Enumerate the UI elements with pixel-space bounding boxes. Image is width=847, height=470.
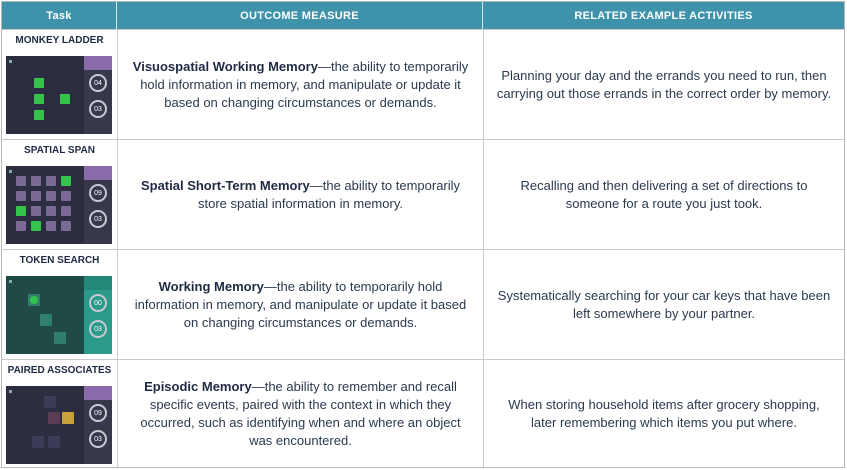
- score-ring: 00: [89, 294, 107, 312]
- outcome-term: Spatial Short-Term Memory: [140, 178, 310, 193]
- token-search-thumbnail: 00 03: [6, 276, 112, 354]
- task-name: TOKEN SEARCH: [19, 255, 100, 266]
- column-divider: [117, 29, 118, 467]
- outcome-term: Working Memory: [158, 279, 264, 294]
- score-ring: 09: [89, 404, 107, 422]
- outcome-description: —the ability to remember and recall spec…: [140, 379, 461, 448]
- outcome-description: —the ability to temporarily hold informa…: [140, 59, 469, 110]
- task-name: PAIRED ASSOCIATES: [7, 365, 112, 376]
- level-ring: 03: [89, 430, 107, 448]
- table-row: SPATIAL SPAN 09 03 Spatial Short-Term Me…: [2, 139, 844, 249]
- activity-cell: Planning your day and the errands you ne…: [496, 68, 832, 101]
- header-outcome-measure: OUTCOME MEASURE: [117, 2, 483, 29]
- outcome-measure-cell: Episodic Memory—the ability to remember …: [118, 360, 483, 468]
- level-ring: 03: [89, 100, 107, 118]
- task-name: SPATIAL SPAN: [24, 145, 95, 156]
- outcome-description: —the ability to temporarily store spatia…: [198, 178, 461, 211]
- paired-associates-thumbnail: 09 03: [6, 386, 112, 464]
- activity-cell: Systematically searching for your car ke…: [497, 288, 831, 321]
- level-ring: 03: [89, 210, 107, 228]
- header-related-activities: RELATED EXAMPLE ACTIVITIES: [483, 2, 844, 29]
- level-ring: 03: [89, 320, 107, 338]
- task-name: MONKEY LADDER: [15, 35, 104, 46]
- outcome-measure-cell: Working Memory—the ability to temporaril…: [118, 250, 483, 360]
- column-divider: [483, 29, 484, 467]
- outcome-measure-cell: Visuospatial Working Memory—the ability …: [118, 30, 483, 140]
- activity-cell: When storing household items after groce…: [508, 397, 820, 430]
- activity-cell: Recalling and then delivering a set of d…: [520, 178, 808, 211]
- monkey-ladder-thumbnail: 04 03: [6, 56, 112, 134]
- score-ring: 04: [89, 74, 107, 92]
- table-row: TOKEN SEARCH 00 03 Working Memory—the ab…: [2, 249, 844, 359]
- table-row: MONKEY LADDER 04 03 Visuospatial Working…: [2, 29, 844, 139]
- spatial-span-thumbnail: 09 03: [6, 166, 112, 244]
- table-row: PAIRED ASSOCIATES 09 03 Episodic Memory—…: [2, 359, 844, 467]
- outcome-term: Visuospatial Working Memory: [132, 59, 318, 74]
- outcome-measure-cell: Spatial Short-Term Memory—the ability to…: [118, 140, 483, 250]
- header-task: Task: [2, 2, 117, 29]
- score-ring: 09: [89, 184, 107, 202]
- outcome-term: Episodic Memory: [144, 379, 252, 394]
- outcome-description: —the ability to temporarily hold informa…: [134, 279, 467, 330]
